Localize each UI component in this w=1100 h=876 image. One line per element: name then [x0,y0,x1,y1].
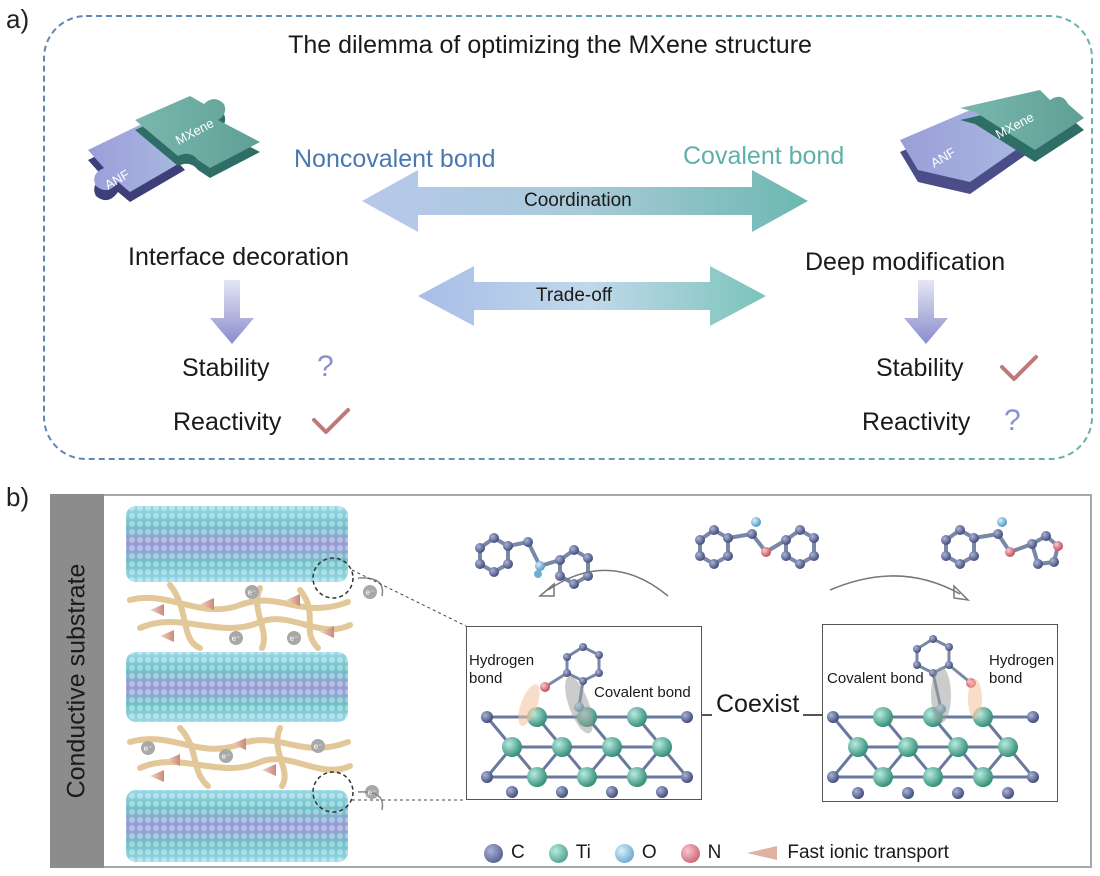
curved-arrow-top-icon [357,577,384,597]
right-covalent-bond-label: Covalent bond [827,670,924,687]
legend: C Ti O N Fast ionic transport [484,842,949,864]
left-question-icon: ? [317,350,334,383]
panel-b-letter: b) [6,482,30,512]
interface-decoration-title: Interface decoration [128,243,349,271]
cone-icon [747,846,778,860]
tradeoff-label: Trade-off [536,285,613,306]
noncovalent-bond-label: Noncovalent bond [294,145,496,173]
electron-label: e⁻ [290,634,299,643]
coexist-label: Coexist [712,690,804,719]
mxene-layer-middle [126,652,348,722]
right-hydrogen-bond-label: Hydrogen bond [989,652,1055,687]
legend-label: Fast ionic transport [787,842,949,863]
covalent-bond-label: Covalent bond [683,142,845,170]
reaction-arrow-right-icon [829,575,961,595]
zoom-circle-top [312,557,354,599]
left-inset: Hydrogen bond Covalent bond [466,626,702,800]
left-down-arrow [210,280,254,344]
mxene-layer-bottom [126,790,348,862]
legend-label: O [641,842,657,863]
panel-a-frame [43,15,1093,460]
left-check-icon [312,408,350,434]
legend-item-ionic-transport: Fast ionic transport [745,842,949,864]
legend-label: N [707,842,722,863]
electron-label: e⁻ [314,742,323,751]
anf-fibers-upper [127,582,353,651]
nitrogen-atom-icon [680,843,700,863]
legend-label: Ti [575,842,591,863]
left-reactivity-label: Reactivity [173,408,282,436]
deep-modification-title: Deep modification [805,248,1006,276]
reaction-arrow-left-icon [547,569,669,597]
molecule-right [941,517,1063,569]
molecule-left [475,533,593,589]
left-covalent-bond-label: Covalent bond [594,684,691,701]
right-question-icon: ? [1004,404,1021,437]
carbon-atom-icon [484,843,503,863]
electron-icons [141,585,379,799]
legend-item-o: O [614,842,657,864]
tradeoff-arrow [418,266,766,326]
conductive-substrate-bar: Conductive substrate [50,494,104,868]
right-down-arrow [904,280,948,344]
legend-item-ti: Ti [548,842,591,864]
right-puzzle-icon [900,90,1084,194]
electron-label: e⁻ [248,588,257,597]
left-hydrogen-bond-label: Hydrogen bond [469,652,535,687]
electron-label: e⁻ [222,752,231,761]
electron-label: e⁻ [232,634,241,643]
molecule-center [695,517,819,569]
right-check-icon [1000,355,1038,381]
zoom-circle-bottom [312,771,354,813]
ion-cone-icons [150,594,334,782]
right-reactivity-label: Reactivity [862,408,971,436]
legend-label: C [511,842,525,863]
oxygen-atom-icon [614,843,634,863]
electron-label: e⁻ [368,788,377,797]
panel-a-letter: a) [6,4,30,34]
legend-item-c: C [484,842,525,864]
electron-label: e⁻ [144,744,153,753]
curved-arrow-bottom-icon [357,791,384,811]
panel-a-title: The dilemma of optimizing the MXene stru… [288,31,812,59]
coordination-label: Coordination [524,190,632,211]
legend-item-n: N [680,842,722,864]
mxene-layer-top [126,506,348,582]
left-puzzle-icon [88,96,260,202]
titanium-atom-icon [548,843,568,863]
left-stability-label: Stability [182,354,270,382]
electron-label: e⁻ [366,588,375,597]
right-inset: Covalent bond Hydrogen bond [822,624,1058,802]
coordination-arrow [362,170,808,232]
right-stability-label: Stability [876,354,964,382]
